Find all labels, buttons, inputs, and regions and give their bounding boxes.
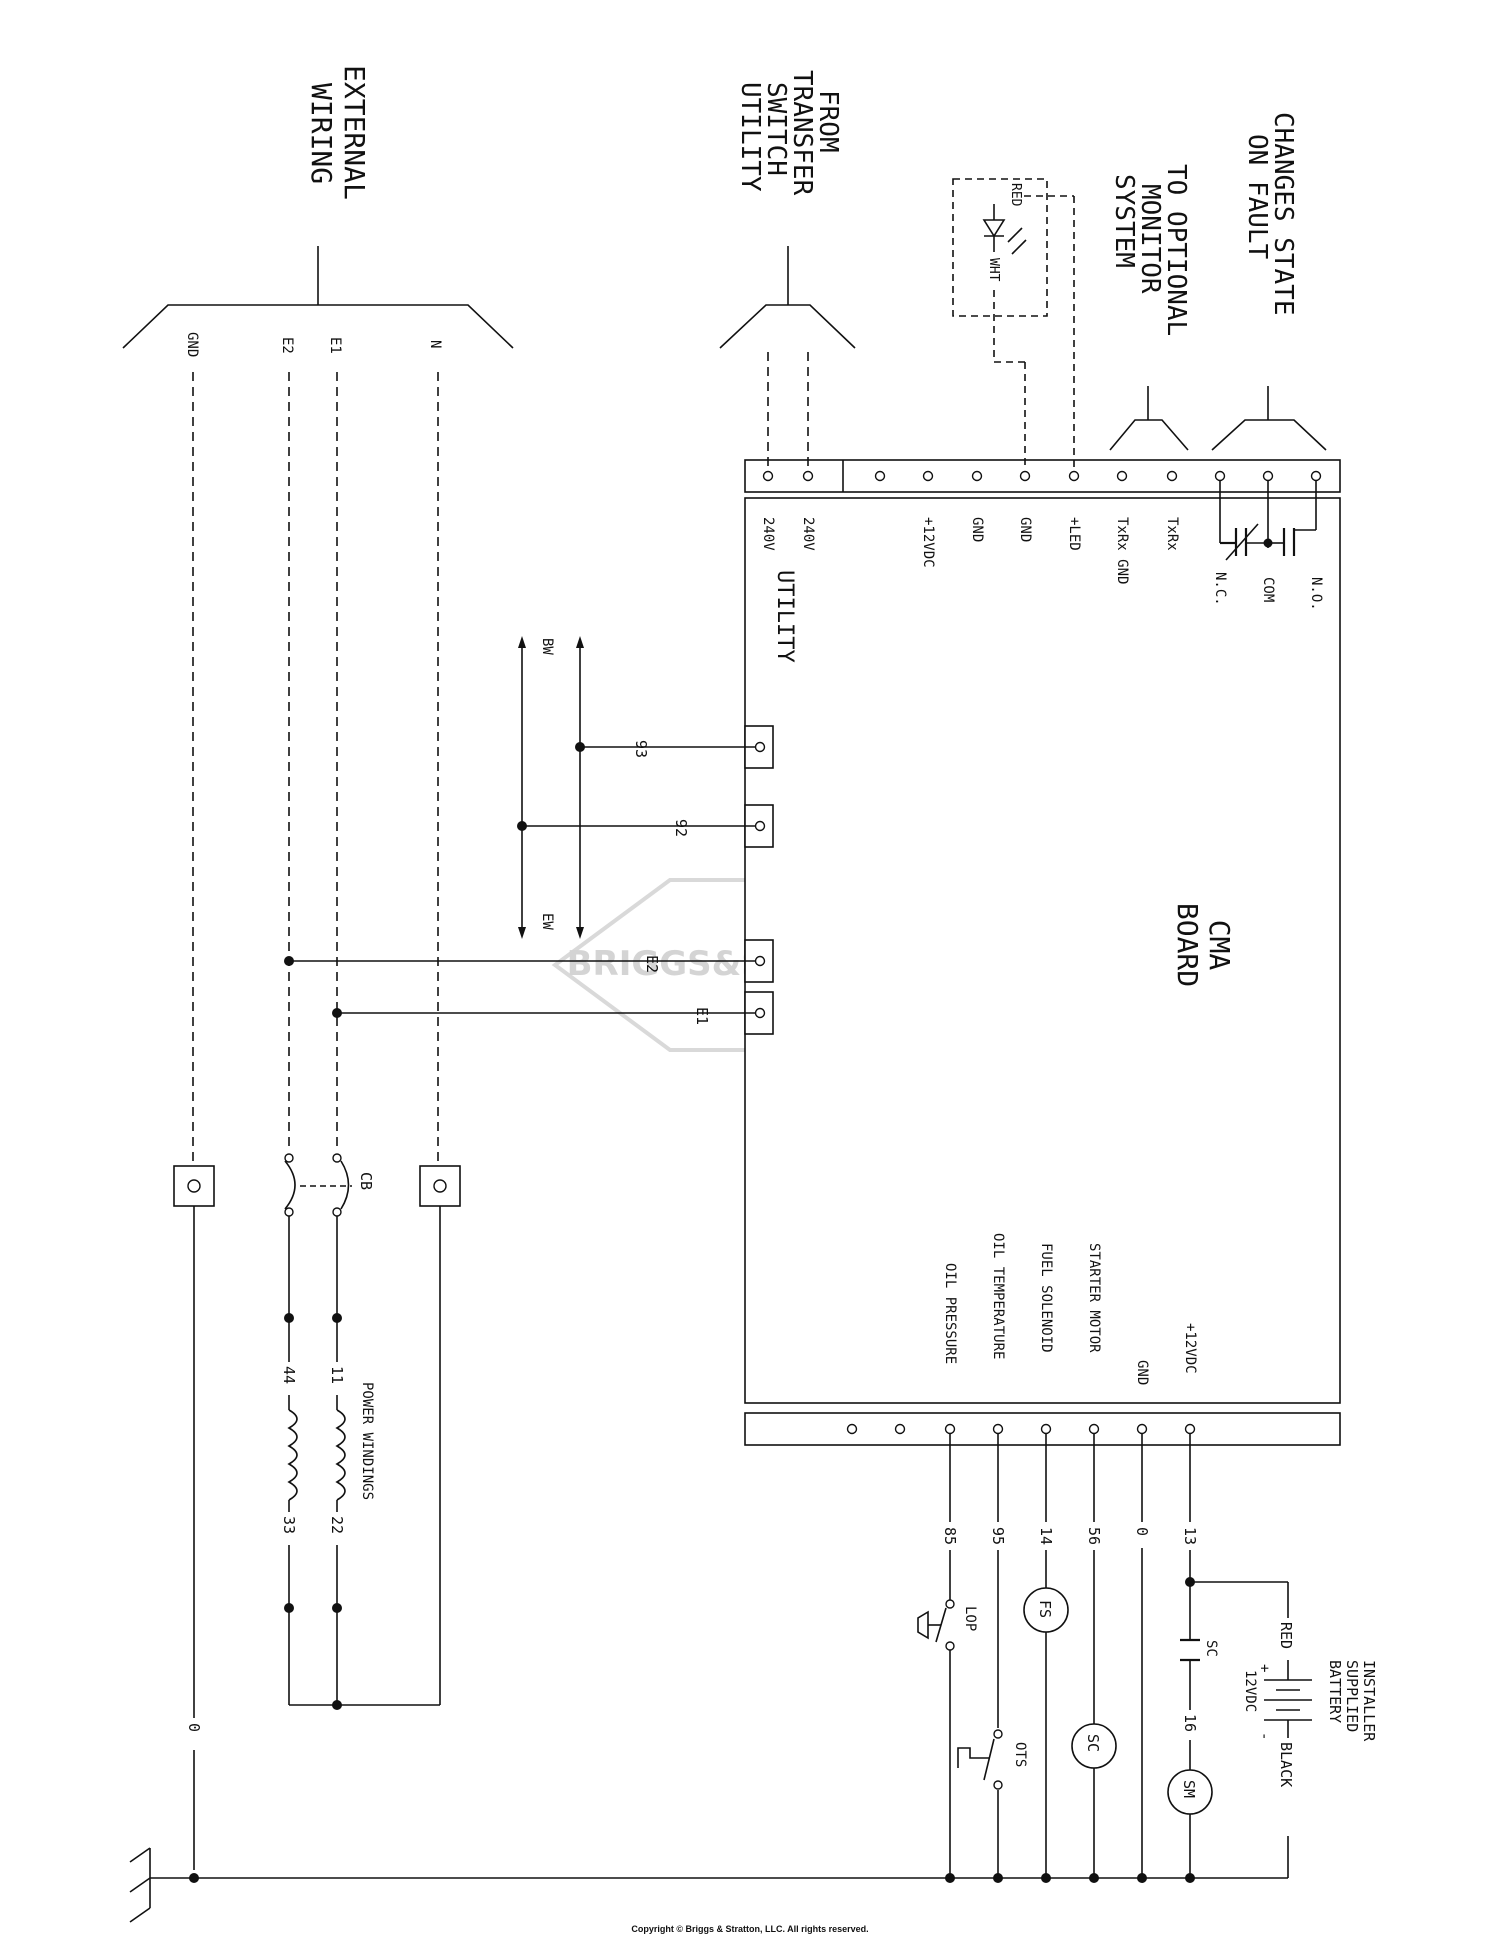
from-transfer-label-3: SWITCH <box>761 82 791 176</box>
label-bw: BW <box>539 638 555 655</box>
top-label-240v-b: 240V <box>800 517 816 551</box>
top-label-12vdc: +12VDC <box>920 517 936 568</box>
ext-wire-label-gnd: GND <box>184 332 200 357</box>
chassis-ground-icon <box>129 1847 151 1923</box>
top-label-txrx-gnd: TxRx GND <box>1114 517 1130 584</box>
wire-0: 0 <box>1133 1527 1151 1536</box>
top-label-gnd-b: GND <box>1017 517 1033 542</box>
starter-motor <box>1167 1769 1213 1815</box>
ext-wire-label-n: N <box>427 340 443 348</box>
n-terminal <box>419 1165 461 1207</box>
wire-56: 56 <box>1085 1527 1103 1545</box>
cma-board <box>744 497 1341 1404</box>
sm-label: SM <box>1180 1780 1198 1798</box>
external-wiring-label-2: WIRING <box>305 83 338 184</box>
wire-e1: E1 <box>693 1007 711 1025</box>
wire-85: 85 <box>941 1527 959 1545</box>
bottom-label-12vdc: +12VDC <box>1182 1323 1198 1374</box>
battery-minus: - <box>1256 1732 1272 1740</box>
bottom-label-fuel-solenoid: FUEL SOLENOID <box>1038 1243 1054 1353</box>
top-label-gnd-a: GND <box>969 517 985 542</box>
top-label-txrx: TxRx <box>1164 517 1180 551</box>
circuit-breaker <box>284 1153 352 1318</box>
external-wiring-bracket <box>122 246 514 349</box>
wire-92: 92 <box>672 819 690 837</box>
from-transfer-label-2: TRANSFER <box>787 70 817 196</box>
battery <box>194 1581 1312 1879</box>
led-indicator <box>952 178 1075 470</box>
lop-label: LOP <box>962 1606 978 1631</box>
wire-95: 95 <box>989 1527 1007 1545</box>
label-ew: EW <box>539 913 555 930</box>
bottom-label-gnd: GND <box>1134 1360 1150 1385</box>
cma-board-label-2: BOARD <box>1171 903 1204 987</box>
transfer-switch-bracket <box>719 246 856 470</box>
battery-black-label: BLACK <box>1277 1742 1295 1787</box>
cma-board-label-1: CMA <box>1203 920 1236 971</box>
monitor-label-3: SYSTEM <box>1109 174 1139 268</box>
top-terminal-strip <box>744 459 1341 493</box>
battery-label-2: SUPPLIED <box>1343 1660 1361 1732</box>
bottom-label-oil-pressure: OIL PRESSURE <box>942 1263 958 1364</box>
top-label-no: N.O. <box>1308 577 1324 611</box>
copyright-notice: Copyright © Briggs & Stratton, LLC. All … <box>631 1924 869 1934</box>
starter-contactor-coil <box>1071 1723 1117 1769</box>
battery-voltage: 12VDC <box>1242 1670 1258 1712</box>
wire-e2: E2 <box>643 955 661 973</box>
wire-22: 22 <box>328 1516 346 1534</box>
fuel-solenoid <box>1023 1587 1069 1633</box>
top-label-led: +LED <box>1066 517 1082 551</box>
ots-label: OTS <box>1012 1742 1028 1767</box>
changes-state-label-2: ON FAULT <box>1242 134 1272 260</box>
sc-contact-label: SC <box>1203 1640 1219 1657</box>
monitor-label-2: MONITOR <box>1135 184 1165 294</box>
fault-relay-contacts <box>1219 481 1317 561</box>
lop-switch <box>917 1599 955 1651</box>
monitor-bracket <box>1109 386 1189 451</box>
sc-contact <box>1180 1638 1200 1662</box>
bottom-label-starter-motor: STARTER MOTOR <box>1086 1243 1102 1353</box>
side-terminals <box>744 725 774 1035</box>
wire-11: 11 <box>328 1366 346 1384</box>
top-label-240v-a: 240V <box>760 517 776 551</box>
from-transfer-label-4: UTILITY <box>735 82 765 192</box>
ots-switch <box>957 1729 1003 1790</box>
power-windings-label: POWER WINDINGS <box>359 1382 375 1500</box>
ext-wire-label-e2: E2 <box>279 337 295 354</box>
bottom-label-oil-temperature: OIL TEMPERATURE <box>990 1233 1006 1359</box>
wire-14: 14 <box>1037 1527 1055 1545</box>
wire-0-gnd: 0 <box>185 1723 203 1732</box>
battery-label-1: INSTALLER <box>1360 1660 1378 1742</box>
battery-plus: + <box>1256 1664 1272 1672</box>
fault-bracket <box>1211 386 1327 451</box>
bw-ew-wires <box>517 636 755 939</box>
wire-93: 93 <box>632 740 650 758</box>
wire-16: 16 <box>1181 1714 1199 1732</box>
power-windings <box>284 1313 346 1710</box>
top-terminals <box>762 470 1322 482</box>
utility-label: UTILITY <box>772 570 797 663</box>
top-label-com: COM <box>1260 577 1276 602</box>
ground-bus <box>150 1873 1195 1883</box>
external-wiring-label-1: EXTERNAL <box>338 65 371 200</box>
ext-wire-label-e1: E1 <box>327 337 343 354</box>
wire-44: 44 <box>280 1366 298 1384</box>
sc-relay-label: SC <box>1084 1734 1102 1752</box>
bottom-terminals <box>846 1423 1196 1435</box>
from-transfer-label-1: FROM <box>813 90 843 153</box>
changes-state-label-1: CHANGES STATE <box>1268 112 1298 316</box>
fs-label: FS <box>1036 1600 1054 1618</box>
monitor-label-1: TO OPTIONAL <box>1161 164 1191 336</box>
wire-33: 33 <box>280 1516 298 1534</box>
battery-red-label: RED <box>1277 1622 1295 1649</box>
led-red-label: RED <box>1008 183 1023 207</box>
top-label-nc: N.C. <box>1212 572 1228 606</box>
wire-13: 13 <box>1181 1527 1199 1545</box>
cb-label: CB <box>357 1172 375 1190</box>
battery-label-3: BATTERY <box>1326 1660 1344 1723</box>
led-wht-label: WHT <box>986 258 1001 282</box>
